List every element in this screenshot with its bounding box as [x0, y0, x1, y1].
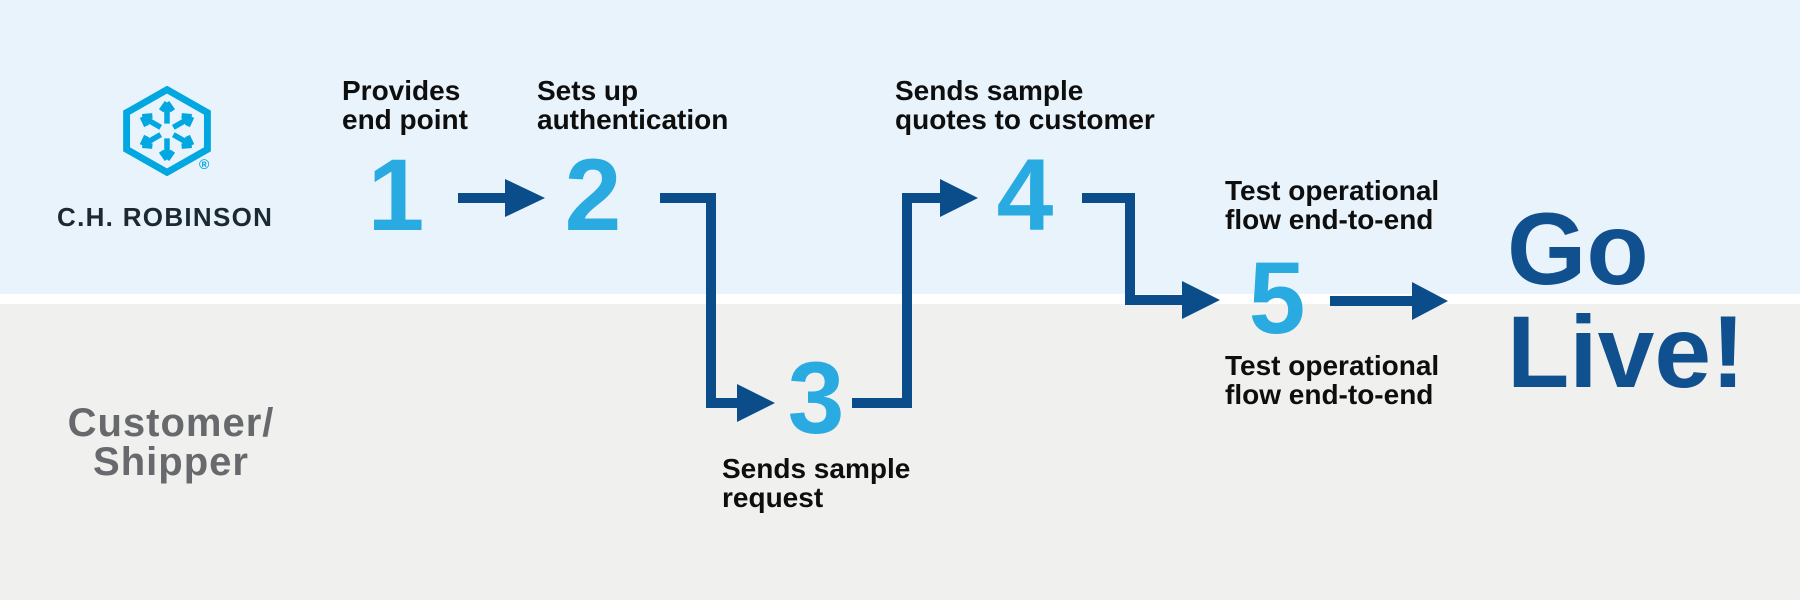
- chrobinson-logo: [121, 86, 213, 176]
- step-2-label: Sets up authentication: [537, 76, 728, 134]
- step-5-label-bottom-line2: flow end-to-end: [1225, 379, 1434, 410]
- arrowhead-3-4-icon: [940, 179, 978, 217]
- step-2-label-line2: authentication: [537, 104, 729, 135]
- step-number-2: 2: [564, 138, 622, 252]
- step-5-label-top-line2: flow end-to-end: [1225, 204, 1434, 235]
- arrowhead-4-5-icon: [1182, 281, 1220, 319]
- step-number-5: 5: [1248, 241, 1306, 355]
- go-live-line2: Live!: [1507, 295, 1746, 409]
- lane-customer-shipper: [0, 304, 1800, 600]
- registered-trademark-symbol: ®: [199, 156, 210, 172]
- step-1-label-line1: Provides: [342, 75, 461, 106]
- connector-3-4: [852, 193, 940, 408]
- step-5-label-top: Test operational flow end-to-end: [1225, 176, 1439, 234]
- step-2-label-line1: Sets up: [537, 75, 639, 106]
- go-live-text: Go Live!: [1507, 198, 1745, 404]
- step-number-1: 1: [367, 138, 425, 252]
- connector-2-3: [660, 193, 737, 408]
- connector-4-5: [1082, 193, 1182, 305]
- step-3-label-line1: Sends sample: [722, 453, 911, 484]
- customer-shipper-label: Customer/ Shipper: [21, 401, 321, 484]
- step-4-label-line1: Sends sample: [895, 75, 1084, 106]
- lane-chrobinson: [0, 0, 1800, 294]
- step-number-3: 3: [787, 341, 845, 455]
- step-5-label-bottom: Test operational flow end-to-end: [1225, 351, 1439, 409]
- step-1-label: Provides end point: [342, 76, 468, 134]
- step-3-label-line2: request: [722, 482, 824, 513]
- arrowhead-2-3-icon: [737, 384, 775, 422]
- go-live-line1: Go: [1507, 192, 1649, 306]
- step-5-label-bottom-line1: Test operational: [1225, 350, 1440, 381]
- hexagon-arrows-icon: [123, 86, 211, 176]
- arrowhead-1-2-icon: [505, 179, 545, 217]
- brand-wordmark: C.H. ROBINSON: [57, 202, 274, 232]
- lane-divider: [0, 294, 1800, 304]
- step-5-label-top-line1: Test operational: [1225, 175, 1440, 206]
- customer-shipper-line1: Customer/: [67, 401, 275, 445]
- customer-shipper-line2: Shipper: [93, 440, 249, 484]
- arrowhead-5-golive-icon: [1412, 282, 1448, 320]
- step-3-label: Sends sample request: [722, 454, 910, 512]
- step-number-4: 4: [996, 138, 1054, 252]
- step-4-label: Sends sample quotes to customer: [895, 76, 1155, 134]
- step-4-label-line2: quotes to customer: [895, 104, 1155, 135]
- step-1-label-line2: end point: [342, 104, 468, 135]
